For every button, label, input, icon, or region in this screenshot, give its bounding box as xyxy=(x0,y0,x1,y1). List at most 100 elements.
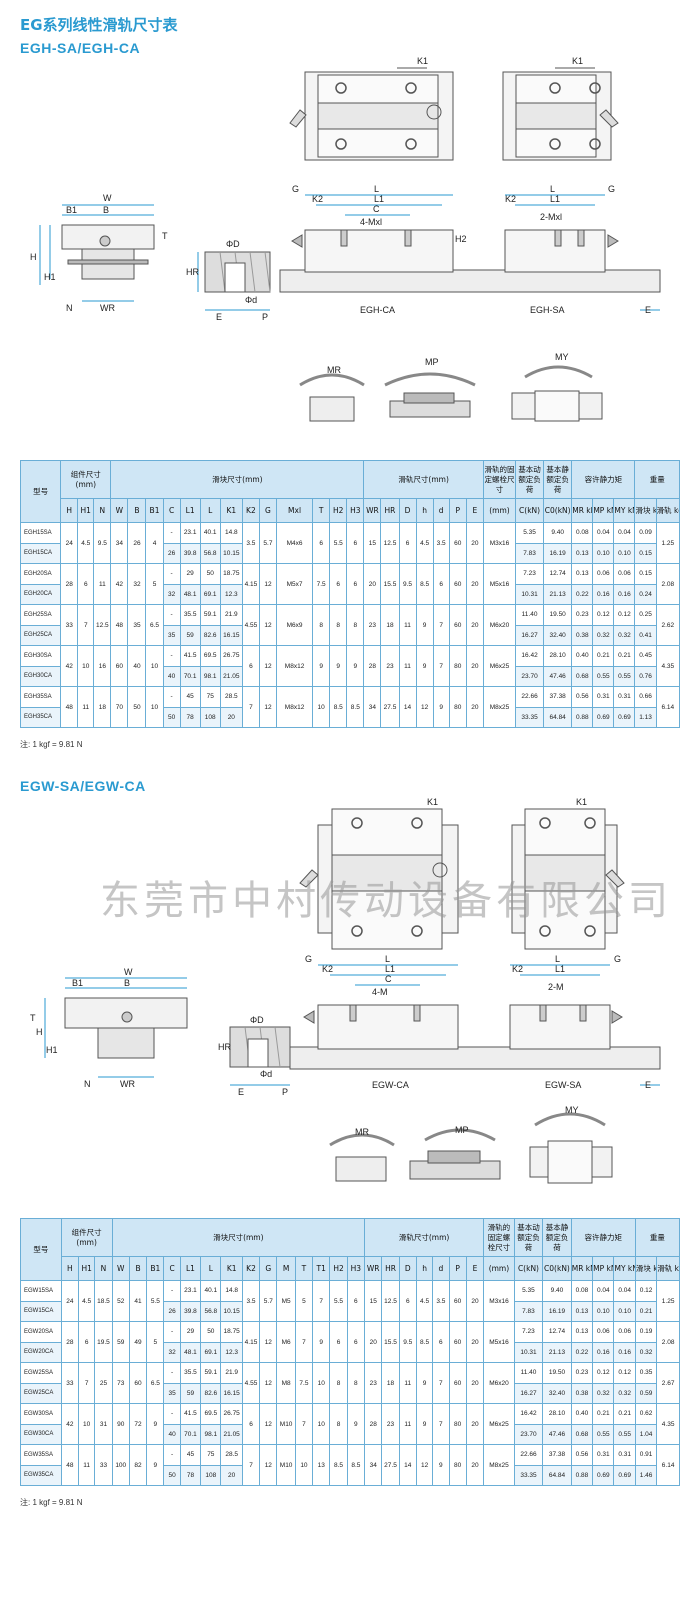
egw-label-n: N xyxy=(84,1079,91,1089)
cell-mp: 0.04 xyxy=(592,1280,615,1302)
egh-label-n: N xyxy=(66,303,73,313)
company-watermark: 东莞市中村传动设备有限公司 xyxy=(100,878,672,924)
th-moment: 容许静力矩 xyxy=(571,460,636,499)
egw-sa-side-view xyxy=(509,964,660,1086)
cell-my: 0.55 xyxy=(613,665,636,687)
subheader-cell: B xyxy=(128,1256,148,1281)
egh-label-w: W xyxy=(103,193,112,203)
cell-l1: 48.1 xyxy=(179,1341,202,1363)
cell-k1: 18.75 xyxy=(219,563,243,585)
egw-front-section xyxy=(44,977,188,1078)
cell-d: 7 xyxy=(432,1362,450,1404)
cell-c: - xyxy=(162,563,181,585)
cell-c0: 21.13 xyxy=(543,583,573,605)
egw-label-l: L xyxy=(385,954,390,964)
th-bolt: 滑轨的固定螺栓尺寸 xyxy=(482,460,517,499)
egh-caption-sa: EGH-SA xyxy=(530,305,565,315)
cell-bolt: M6x20 xyxy=(482,604,517,646)
subheader-cell: L xyxy=(200,1256,222,1281)
cell-l1: 39.8 xyxy=(179,1300,202,1322)
egh-label-phid: ΦD xyxy=(226,239,240,249)
cell-t: 7.5 xyxy=(294,1362,314,1404)
cell-mp: 0.55 xyxy=(592,1423,615,1445)
cell-w: 48 xyxy=(110,604,129,646)
cell-h: 9 xyxy=(415,604,434,646)
th-model: 型号 xyxy=(20,1218,62,1281)
page-title: EG系列线性滑轨尺寸表 xyxy=(20,16,178,34)
cell-hr: 23 xyxy=(380,645,400,687)
cell-l: 40.1 xyxy=(200,1280,222,1302)
egw-label-4m: 4-M xyxy=(372,987,388,997)
egw-label-mp: MP xyxy=(455,1125,469,1135)
egh-front-section xyxy=(39,204,155,302)
egh-caption-ca: EGH-CA xyxy=(360,305,395,315)
cell-wr: 23 xyxy=(364,1362,383,1404)
cell-mp: 0.31 xyxy=(592,1444,615,1466)
subheader-cell: M xyxy=(276,1256,296,1281)
cell-h2: 9 xyxy=(329,645,348,687)
cell-e: 20 xyxy=(465,1280,485,1322)
cell-h: 48 xyxy=(60,1444,80,1486)
cell-c: 32 xyxy=(163,1341,181,1363)
cell-d: 11 xyxy=(398,645,417,687)
egh-label-e-sa: E xyxy=(645,305,651,315)
cell-ck: 7.23 xyxy=(513,1321,544,1343)
subheader-cell: T xyxy=(294,1256,314,1281)
subheader-cell: C(kN) xyxy=(513,1256,544,1281)
cell-kgm: 2.62 xyxy=(655,604,681,646)
cell-t: 10 xyxy=(312,686,331,728)
egw-caption-sa: EGW-SA xyxy=(545,1080,581,1090)
egw-label-p: P xyxy=(282,1087,288,1097)
cell-b: 41 xyxy=(128,1280,148,1322)
egw-label-t: T xyxy=(30,1013,36,1023)
cell-d: 6 xyxy=(398,522,417,564)
subheader-cell: 滑轨 kg/m xyxy=(656,1256,680,1281)
cell-hr: 15.5 xyxy=(380,563,400,605)
subheader-cell: K1 xyxy=(220,1256,243,1281)
th-block: 滑块尺寸(mm) xyxy=(111,1218,366,1257)
model-cell: EGW30CA xyxy=(20,1423,62,1445)
cell-d: 11 xyxy=(398,1362,417,1404)
subheader-cell: W xyxy=(111,1256,130,1281)
cell-h1: 10 xyxy=(77,645,95,687)
model-cell: EGH35CA xyxy=(19,706,62,728)
egh-label-4mxl: 4-Mxl xyxy=(360,217,382,227)
subheader-cell: L xyxy=(199,498,221,523)
cell-k2: 3.5 xyxy=(241,1280,261,1322)
cell-k1: 21.9 xyxy=(220,1362,243,1384)
cell-k2: 4.55 xyxy=(241,1362,261,1404)
cell-t1: 10 xyxy=(312,1403,331,1445)
cell-c: 50 xyxy=(163,1464,181,1486)
cell-l: 108 xyxy=(199,706,221,728)
cell-mp: 0.04 xyxy=(592,522,615,544)
cell-bolt: M5x16 xyxy=(482,563,517,605)
cell-my: 0.32 xyxy=(613,624,636,646)
subheader-cell: B xyxy=(127,498,147,523)
cell-mp: 0.55 xyxy=(592,665,615,687)
cell-bolt: M8x25 xyxy=(482,686,517,728)
cell-k1: 20 xyxy=(219,706,243,728)
cell-l: 69.5 xyxy=(199,645,221,667)
subheader-cell: C0(kN) xyxy=(543,498,573,523)
cell-wr: 28 xyxy=(364,1403,383,1445)
cell-ck: 10.31 xyxy=(513,1341,544,1363)
cell-ck: 33.35 xyxy=(515,706,545,728)
egh-sa-top-view xyxy=(502,67,619,161)
cell-c0: 64.84 xyxy=(542,1464,572,1486)
cell-h3: 6 xyxy=(346,563,365,605)
cell-mp: 0.69 xyxy=(592,706,615,728)
cell-m: M10 xyxy=(276,1444,296,1486)
subheader-cell: 滑块 kg xyxy=(634,1256,658,1281)
cell-p: 60 xyxy=(448,522,467,564)
cell-kg: 0.41 xyxy=(634,624,657,646)
th-rail: 滑轨尺寸(mm) xyxy=(364,1218,485,1257)
cell-c0: 16.19 xyxy=(542,1300,572,1322)
cell-k2: 7 xyxy=(241,1444,261,1486)
cell-l1: 23.1 xyxy=(179,1280,202,1302)
cell-c0: 64.84 xyxy=(543,706,573,728)
subheader-cell: E xyxy=(465,498,484,523)
model-cell: EGH15CA xyxy=(19,542,62,564)
